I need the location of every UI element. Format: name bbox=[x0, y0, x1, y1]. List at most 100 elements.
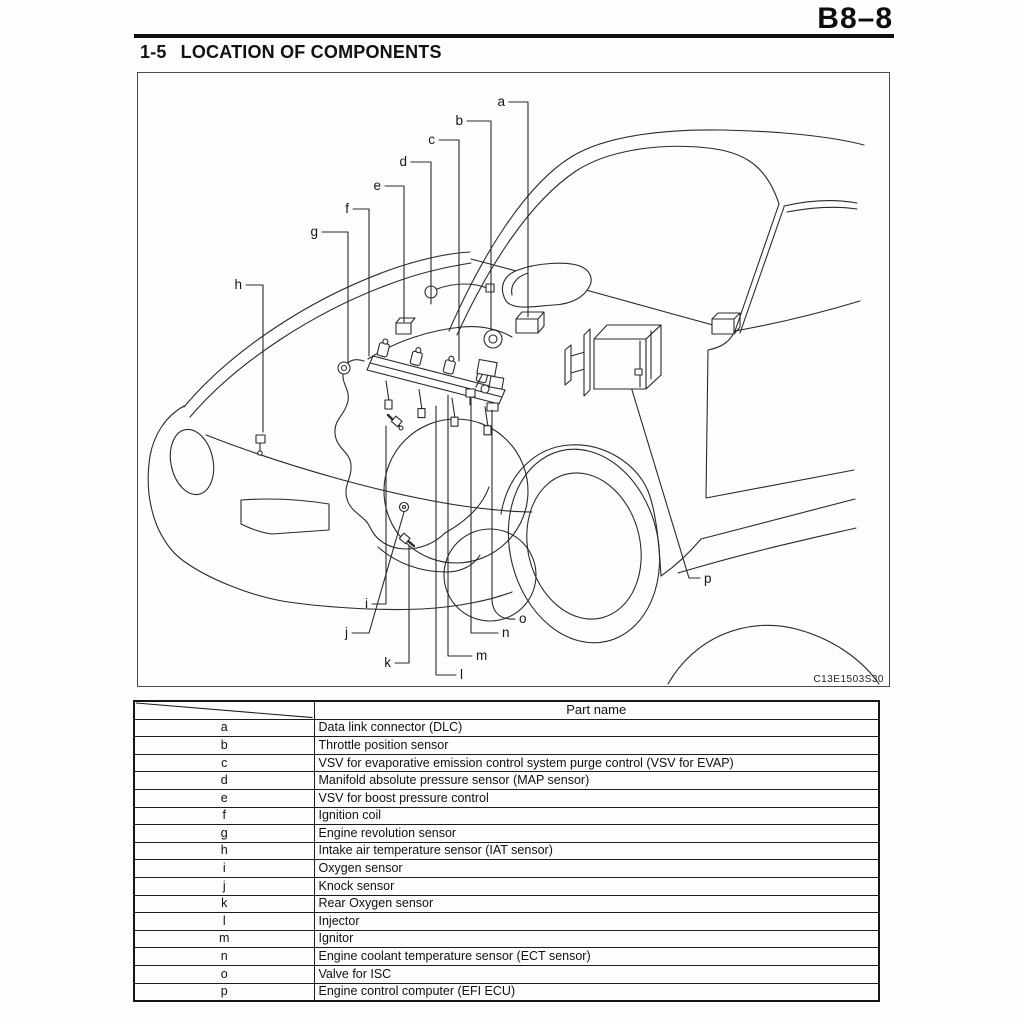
leader-d: d bbox=[399, 154, 432, 299]
leader-f: f bbox=[345, 201, 370, 357]
diagram-label-b: b bbox=[455, 113, 463, 128]
part-name-cell: Ignition coil bbox=[313, 806, 880, 826]
ignition-coil-glyph bbox=[409, 350, 423, 367]
leader-n: n bbox=[470, 397, 510, 640]
leader-line-c bbox=[438, 139, 460, 362]
car-outline bbox=[147, 129, 880, 685]
part-key-cell: n bbox=[133, 947, 315, 966]
leader-line-m bbox=[447, 394, 473, 657]
corner-diagonal-cell bbox=[133, 700, 315, 720]
leader-line-i bbox=[371, 425, 387, 605]
part-key-cell: g bbox=[133, 824, 315, 843]
diagram-label-h: h bbox=[234, 277, 242, 292]
injector-glyphs bbox=[384, 380, 492, 436]
leader-l: l bbox=[435, 405, 463, 682]
leader-m: m bbox=[447, 394, 487, 663]
diagram-label-a: a bbox=[497, 94, 505, 109]
part-key-cell: c bbox=[133, 753, 315, 773]
diagram-label-g: g bbox=[310, 224, 318, 239]
front-wheel bbox=[507, 448, 661, 644]
leader-j: j bbox=[344, 511, 405, 640]
diagonal-line bbox=[135, 702, 313, 719]
injector-stem bbox=[484, 406, 489, 428]
injector-glyph bbox=[417, 408, 426, 419]
leader-line-k bbox=[394, 545, 410, 664]
part-key-cell: f bbox=[133, 806, 315, 826]
header-rule bbox=[134, 34, 894, 38]
leader-line-a bbox=[508, 101, 529, 318]
diagram-label-c: c bbox=[428, 132, 435, 147]
leader-h: h bbox=[234, 277, 264, 433]
part-name-cell: Engine revolution sensor bbox=[313, 824, 880, 843]
leader-line-l bbox=[435, 405, 457, 676]
part-key-cell: a bbox=[133, 718, 315, 738]
part-name-cell: Knock sensor bbox=[313, 876, 880, 896]
ecu-box bbox=[564, 324, 662, 397]
part-key-cell: k bbox=[133, 894, 315, 914]
part-name-cell: Valve for ISC bbox=[313, 964, 880, 984]
diagram-label-m: m bbox=[476, 648, 487, 663]
leader-line-p bbox=[631, 389, 701, 579]
leader-line-b bbox=[466, 120, 492, 331]
iat-sensor-glyph bbox=[255, 434, 266, 444]
diagram-label-l: l bbox=[460, 667, 463, 682]
ect-sensor-glyph bbox=[465, 388, 476, 398]
leader-line-d bbox=[410, 161, 432, 299]
part-name-cell: Oxygen sensor bbox=[313, 859, 880, 878]
diagram-label-e: e bbox=[373, 178, 381, 193]
leader-line-j bbox=[351, 511, 405, 634]
part-key-cell: d bbox=[133, 771, 315, 790]
leader-b: b bbox=[455, 113, 492, 331]
leader-c: c bbox=[428, 132, 460, 362]
part-name-cell: Injector bbox=[313, 912, 880, 931]
part-name-cell: Manifold absolute pressure sensor (MAP s… bbox=[313, 771, 880, 790]
engine-cluster bbox=[255, 262, 741, 548]
leader-line-e bbox=[384, 185, 405, 323]
diagram-label-i: i bbox=[365, 596, 368, 611]
part-name-cell: Ignitor bbox=[313, 929, 880, 949]
part-key-cell: e bbox=[133, 788, 315, 808]
part-key-cell: b bbox=[133, 736, 315, 755]
table-header-row: Part name bbox=[133, 700, 880, 720]
part-name-cell: Engine coolant temperature sensor (ECT s… bbox=[313, 947, 880, 966]
part-key-cell: l bbox=[133, 912, 315, 931]
section-title-text: LOCATION OF COMPONENTS bbox=[180, 42, 442, 62]
injector-stem bbox=[418, 389, 423, 411]
injector-stem bbox=[451, 397, 456, 419]
relay-box-glyph bbox=[711, 318, 735, 335]
diagram-label-f: f bbox=[345, 201, 349, 216]
ignition-coil-glyph bbox=[376, 342, 390, 358]
transmission-case bbox=[443, 528, 537, 622]
injector-glyph bbox=[384, 399, 393, 410]
part-name-cell: Throttle position sensor bbox=[313, 736, 880, 755]
part-name-cell: VSV for evaporative emission control sys… bbox=[313, 753, 880, 773]
ignition-coil-glyph bbox=[442, 359, 456, 375]
part-key-cell: j bbox=[133, 876, 315, 896]
part-name-cell: Engine control computer (EFI ECU) bbox=[313, 982, 880, 1002]
injector-glyph bbox=[450, 416, 459, 427]
figure-code: C13E1503S30 bbox=[813, 674, 884, 685]
vsv-boost-glyph bbox=[395, 322, 412, 335]
leader-o: o bbox=[491, 409, 527, 626]
leader-line-o bbox=[491, 409, 516, 620]
part-name-cell: Intake air temperature sensor (IAT senso… bbox=[313, 841, 880, 861]
diagram-label-j: j bbox=[344, 625, 348, 640]
part-name-cell: VSV for boost pressure control bbox=[313, 788, 880, 808]
injector-stem bbox=[385, 380, 390, 402]
injector-glyph bbox=[483, 425, 492, 436]
diagram-label-d: d bbox=[399, 154, 407, 169]
part-key-cell: m bbox=[133, 929, 315, 949]
diagram-label-n: n bbox=[502, 625, 510, 640]
